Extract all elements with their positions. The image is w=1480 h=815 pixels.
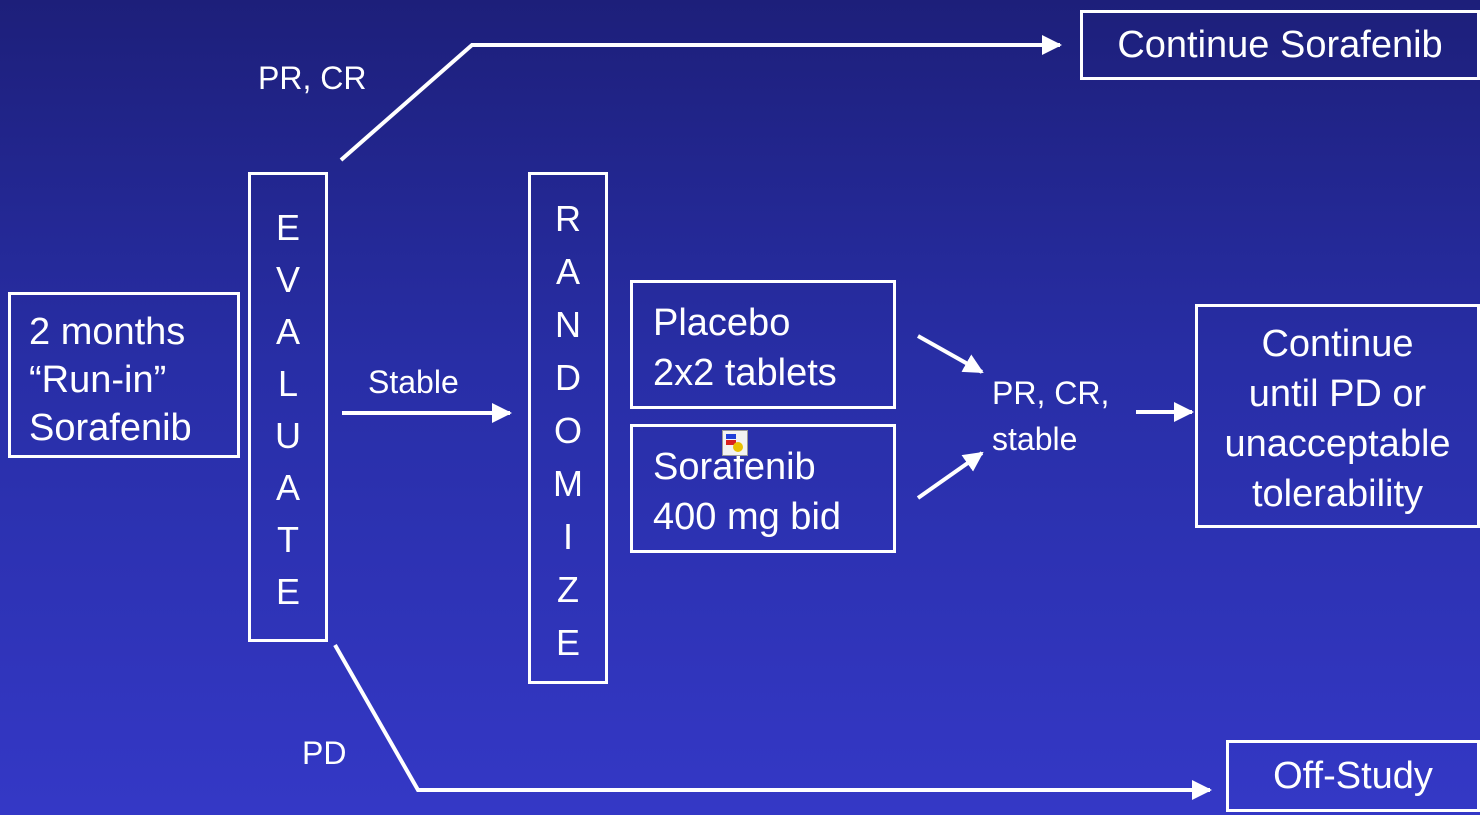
arrow-placebo-to-response	[917, 334, 984, 374]
evaluate-letter: V	[275, 259, 300, 300]
continue-until-box: Continue until PD or unacceptable tolera…	[1195, 304, 1480, 528]
evaluate-letter: E	[275, 207, 300, 248]
evaluate-letter: E	[275, 571, 300, 612]
pr-cr-stable-line: stable	[992, 421, 1078, 457]
off-study-box: Off-Study	[1226, 740, 1480, 812]
run-in-box: 2 months “Run-in” Sorafenib	[8, 292, 240, 458]
run-in-line: Sorafenib	[29, 407, 192, 449]
pr-cr-stable-label: PR, CR, stable	[992, 370, 1109, 462]
randomize-letter: I	[562, 515, 573, 557]
pd-label: PD	[302, 735, 347, 771]
continue-until-line: tolerability	[1251, 473, 1424, 515]
evaluate-letter: A	[275, 467, 300, 508]
placebo-line: 2x2 tablets	[653, 352, 837, 394]
sorafenib-line: Sorafenib	[653, 446, 816, 488]
arrow-to-continue-sorafenib	[339, 35, 1062, 162]
randomize-letter: A	[555, 250, 580, 292]
pr-cr-label: PR, CR	[258, 60, 367, 96]
evaluate-box: E V A L U A T E	[248, 172, 328, 642]
evaluate-letter: L	[277, 363, 299, 404]
sorafenib-line: 400 mg bid	[653, 496, 842, 538]
randomize-letter: E	[555, 621, 580, 663]
pr-cr-stable-line: PR, CR,	[992, 375, 1110, 411]
stable-label: Stable	[368, 364, 459, 400]
randomize-letter: D	[555, 356, 581, 398]
evaluate-letter: T	[277, 519, 299, 560]
continue-until-line: until PD or	[1248, 373, 1427, 415]
continue-sorafenib-label: Continue Sorafenib	[1117, 23, 1443, 66]
off-study-label: Off-Study	[1273, 754, 1433, 797]
randomize-letter: Z	[557, 568, 579, 610]
randomize-letter: N	[555, 303, 581, 345]
randomize-letter: M	[553, 462, 583, 504]
continue-until-line: unacceptable	[1224, 423, 1451, 465]
randomize-box: R A N D O M I Z E	[528, 172, 608, 684]
arrow-to-off-study	[333, 644, 1212, 800]
continue-sorafenib-box: Continue Sorafenib	[1080, 10, 1480, 80]
placebo-line: Placebo	[653, 302, 791, 344]
arrow-sorafenib-to-response	[916, 451, 984, 500]
placebo-box: Placebo 2x2 tablets	[630, 280, 896, 409]
randomize-letter: R	[555, 197, 581, 239]
evaluate-letter: A	[275, 311, 300, 352]
randomize-letter: O	[553, 409, 582, 451]
ole-object-icon	[722, 430, 748, 456]
run-in-line: 2 months	[29, 311, 186, 353]
continue-until-line: Continue	[1261, 323, 1414, 365]
sorafenib-box: Sorafenib 400 mg bid	[630, 424, 896, 553]
evaluate-letter: U	[275, 415, 301, 456]
run-in-line: “Run-in”	[29, 359, 167, 401]
